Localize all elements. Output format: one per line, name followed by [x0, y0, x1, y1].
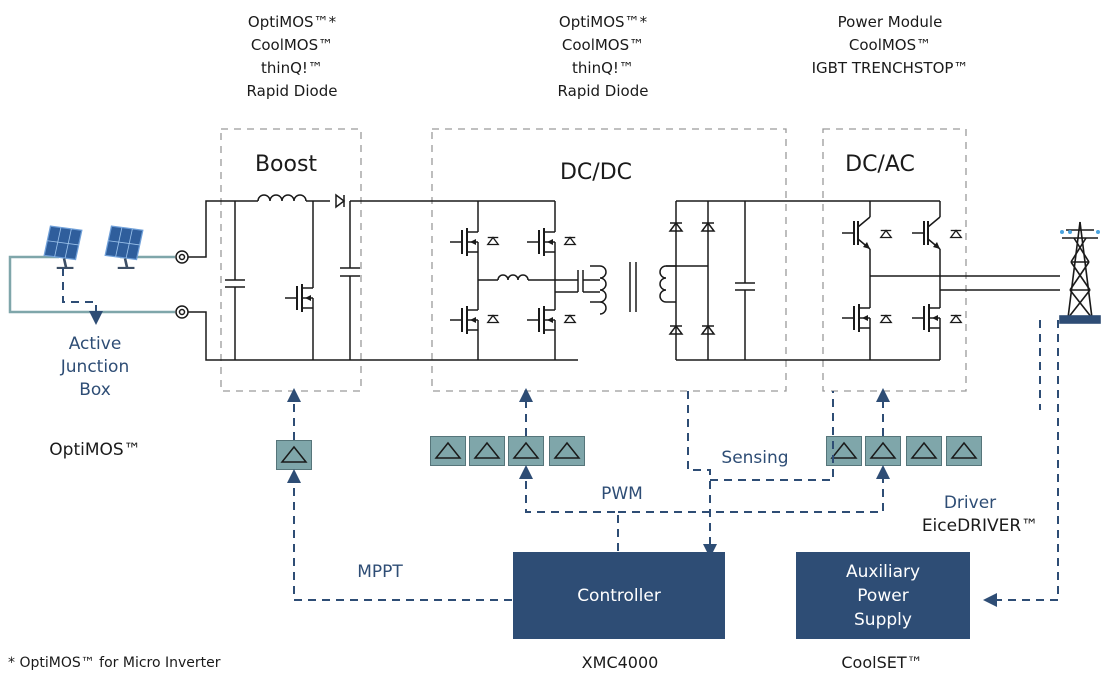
dcac-component-caption: Power Module CoolMOS™ IGBT TRENCHSTOP™: [811, 13, 969, 77]
mppt-label: MPPT: [357, 562, 403, 582]
footnote: * OptiMOS™ for Micro Inverter: [8, 655, 221, 671]
dcac-switch-icon: [912, 298, 941, 338]
solar-panels: [8, 255, 175, 314]
dcdc-switch-icon: [450, 300, 479, 340]
dcdc-stage-box: [431, 128, 787, 392]
solar-panel-icon: [103, 224, 145, 270]
driver-label: Driver: [943, 493, 997, 513]
diode-icon: [487, 314, 499, 324]
junction-box-label: Active Junction Box: [60, 334, 130, 400]
signal-lines: [287, 320, 1059, 607]
igbt-icon: [912, 213, 941, 253]
diode-icon: [950, 314, 962, 324]
dcdc-switch-icon: [527, 222, 556, 262]
diode-icon: [487, 236, 499, 246]
diode-icon: [950, 229, 962, 239]
pwm-label: PWM: [601, 484, 643, 504]
boost-diode-icon: [335, 194, 345, 208]
controller-box: Controller: [513, 552, 725, 639]
dcac-stage-box: [822, 128, 967, 392]
driver-tile: [276, 440, 312, 470]
power-pylon-icon: [1059, 221, 1101, 324]
eicedriver-label: EiceDRIVER™: [921, 516, 1039, 536]
driver-tile: [826, 436, 862, 466]
boost-switch-icon: [285, 278, 314, 318]
driver-tile: [946, 436, 982, 466]
dcac-switch-icon: [842, 298, 871, 338]
boost-stage-title: Boost: [254, 152, 318, 177]
dcdc-stage-title: DC/DC: [559, 160, 632, 185]
diode-icon: [880, 314, 892, 324]
dcdc-switch-icon: [450, 222, 479, 262]
diode-icon: [880, 229, 892, 239]
dcac-stage-title: DC/AC: [845, 152, 915, 177]
diode-icon: [564, 236, 576, 246]
igbt-icon: [842, 213, 871, 253]
driver-tile: [430, 436, 466, 466]
aux-supply-chip-label: CoolSET™: [841, 653, 923, 672]
solar-panel-icon: [42, 224, 84, 270]
driver-tile: [906, 436, 942, 466]
driver-tile: [469, 436, 505, 466]
auxiliary-power-supply-box: Auxiliary Power Supply: [796, 552, 970, 639]
sensing-label: Sensing: [721, 448, 789, 468]
optimos-label: OptiMOS™: [49, 440, 141, 460]
power-rails: [188, 194, 578, 361]
controller-chip-label: XMC4000: [581, 653, 659, 672]
driver-tile: [508, 436, 544, 466]
dcdc-switch-icon: [527, 300, 556, 340]
input-terminals: [175, 250, 189, 319]
driver-tile: [549, 436, 585, 466]
dcdc-component-caption: OptiMOS™* CoolMOS™ thinQ!™ Rapid Diode: [557, 13, 649, 100]
diode-icon: [564, 314, 576, 324]
boost-component-caption: OptiMOS™* CoolMOS™ thinQ!™ Rapid Diode: [246, 13, 338, 100]
driver-tile: [865, 436, 901, 466]
